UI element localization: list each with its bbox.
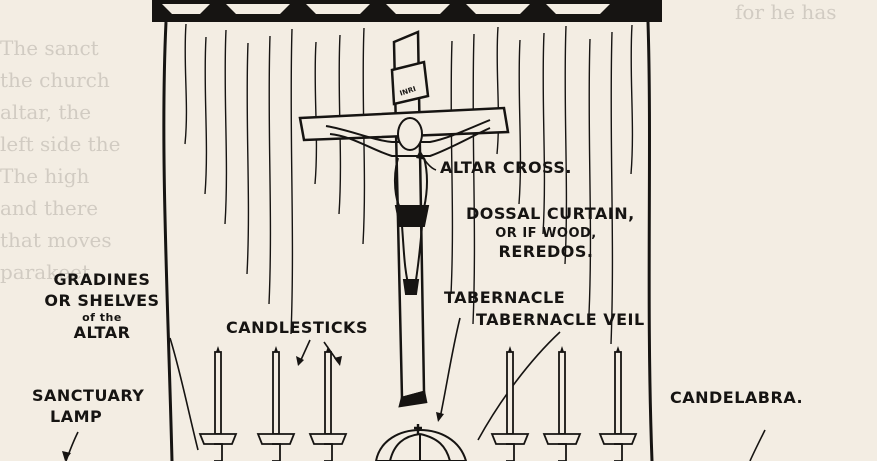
label-gradines-line2: OR SHELVES: [44, 290, 160, 310]
candlesticks: [198, 346, 638, 461]
label-gradines-line3: of the: [82, 310, 122, 324]
background-text-7: and there: [0, 196, 99, 220]
curtain-fold-line: [314, 41, 318, 185]
background-text-1: for he has: [735, 0, 837, 24]
label-dossal-line1: DOSSAL CURTAIN,: [466, 204, 635, 223]
label-altar-cross: ALTAR CROSS.: [440, 158, 572, 177]
curtain-fold-line: [224, 29, 228, 225]
curtain-fold-line: [630, 24, 634, 175]
curtain-fold-line: [518, 39, 522, 205]
candlestick: [490, 346, 530, 461]
curtain-fold-line: [564, 25, 568, 265]
background-text-2: The sanct: [0, 36, 99, 60]
curtain-fold-line: [184, 23, 188, 145]
curtain-fold-line: [542, 32, 546, 235]
curtain-fold-line: [450, 40, 454, 295]
arrowheads: [62, 150, 444, 461]
label-tabernacle-veil: TABERNACLE VEIL: [476, 310, 645, 329]
background-text-4: altar, the: [0, 100, 92, 124]
label-dossal-line2: OR IF WOOD,: [495, 225, 597, 241]
curtain-fold-line: [246, 42, 250, 275]
label-candelabra: CANDELABRA.: [670, 388, 804, 407]
tabernacle: [374, 424, 468, 461]
corpus: [325, 117, 491, 295]
background-text-8: that moves: [0, 228, 112, 252]
background-text-5: left side the: [0, 132, 121, 156]
label-sanctuary-line1: SANCTUARY: [32, 386, 145, 405]
curtain-fold-line: [588, 38, 592, 315]
curtain-folds: [184, 23, 634, 345]
label-dossal-curtain: DOSSAL CURTAIN, OR IF WOOD, REREDOS.: [466, 204, 635, 262]
label-tabernacle: TABERNACLE: [444, 288, 566, 307]
background-text-9: parakeet: [0, 260, 91, 284]
label-gradines-line1: GRADINES: [53, 270, 151, 289]
curtain-fold-line: [472, 33, 476, 325]
curtain-fold-line: [290, 28, 294, 335]
label-dossal-line3: REREDOS.: [498, 242, 594, 262]
label-sanctuary-line2: LAMP: [50, 406, 103, 426]
label-gradines-line4: ALTAR: [73, 323, 131, 343]
curtain-fold-line: [268, 35, 272, 305]
label-sanctuary-lamp: SANCTUARY LAMP: [32, 386, 145, 426]
curtain-fold-line: [610, 31, 614, 345]
curtain-fold-line: [496, 26, 500, 155]
candlestick: [256, 346, 296, 461]
candlestick: [598, 346, 638, 461]
background-text-3: the church: [0, 68, 110, 92]
curtain-fold-line: [204, 36, 208, 195]
dossal-curtain: [162, 21, 654, 461]
candlestick: [542, 346, 582, 461]
label-candlesticks: CANDLESTICKS: [226, 318, 368, 337]
label-gradines: GRADINES OR SHELVES of the ALTAR: [34, 270, 170, 343]
candlestick: [308, 346, 348, 461]
canopy: [152, 0, 662, 22]
background-text-6: The high: [0, 164, 90, 188]
candlestick: [198, 346, 238, 461]
